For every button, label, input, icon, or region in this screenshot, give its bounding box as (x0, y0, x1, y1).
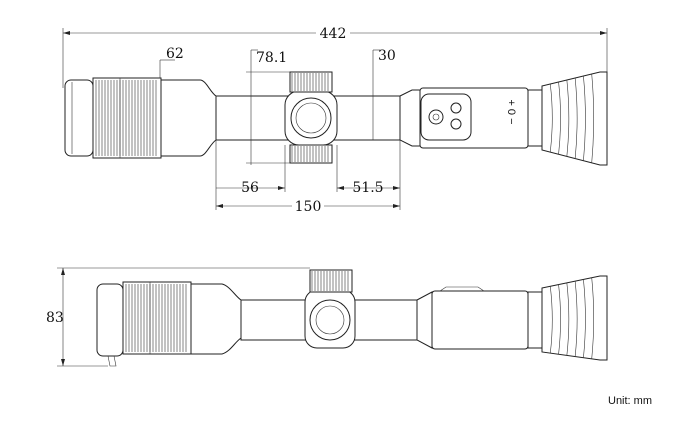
eyepiece-collar (527, 89, 543, 147)
elevation-turret (289, 71, 333, 93)
top-view: 442 (62, 24, 608, 215)
side-height-label: 83 (46, 310, 64, 326)
side-view: 83 (46, 267, 608, 367)
turret-to-rear-label: 51.5 (352, 180, 383, 196)
side-rear-transition (416, 291, 433, 349)
tube-diameter-dimension: 30 (372, 48, 396, 140)
objective-diameter-dimension: 62 (159, 46, 184, 78)
power-button-icon (428, 109, 444, 125)
rear-transition (399, 89, 421, 147)
objective-diameter-label: 62 (166, 46, 184, 62)
side-elevation-turret (309, 269, 353, 293)
control-markings: + 0 − (505, 99, 517, 124)
side-eyepiece-collar (527, 291, 543, 349)
objective-bell (160, 79, 217, 157)
side-electronics-housing (431, 290, 529, 350)
overall-length-label: 442 (320, 26, 347, 42)
photo-button-icon (450, 118, 462, 130)
unit-label: Unit: mm (608, 395, 652, 407)
windage-turret (289, 144, 333, 164)
side-height-dimension: 83 (46, 267, 310, 367)
front-to-turret-dimension: 56 (215, 140, 286, 210)
turret-height-label: 78.1 (256, 50, 287, 66)
side-eyecup (541, 275, 608, 361)
overall-length-dimension: 442 (62, 24, 608, 100)
objective-focus-ring (92, 77, 162, 159)
turret-height-dimension: 78.1 (246, 49, 290, 165)
side-objective-cap (96, 283, 124, 357)
front-to-turret-label: 56 (241, 180, 259, 196)
menu-button-icon (450, 102, 462, 114)
eyecup (541, 71, 608, 166)
side-turret (290, 97, 332, 139)
side-objective-bell (190, 283, 242, 355)
tube-diameter-label: 30 (378, 48, 396, 64)
turret-to-rear-dimension: 51.5 (336, 140, 401, 210)
side-focus-ring (122, 281, 192, 355)
tube-length-dimension: 150 (216, 198, 400, 215)
tube-length-label: 150 (295, 199, 322, 215)
objective-cap (64, 79, 94, 157)
